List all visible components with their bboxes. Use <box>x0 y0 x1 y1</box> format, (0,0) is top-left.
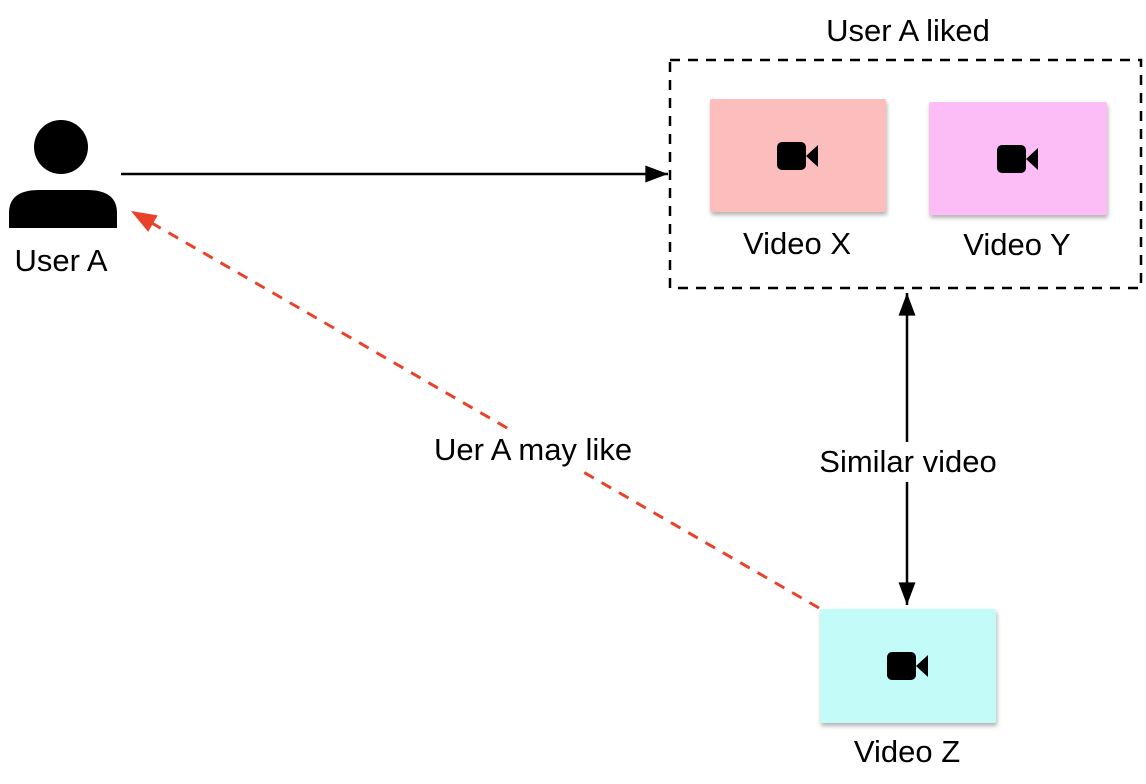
video-x-card <box>710 99 886 212</box>
user-label: User A <box>14 242 108 278</box>
may-like-label: Uer A may like <box>419 429 647 471</box>
video-camera-icon <box>777 141 818 170</box>
video-camera-icon <box>997 144 1038 173</box>
similar-label: Similar video <box>805 441 1011 483</box>
liked-group-title: User A liked <box>826 12 990 48</box>
video-camera-icon <box>887 652 928 680</box>
person-icon <box>9 120 117 228</box>
video-x-label: Video X <box>742 225 852 261</box>
video-z-label: Video Z <box>853 733 961 769</box>
may-like-arrow <box>130 209 820 610</box>
video-y-card <box>929 102 1107 215</box>
liked-group-border <box>668 58 1143 290</box>
video-y-label: Video Y <box>963 226 1071 262</box>
video-z-card <box>820 609 996 723</box>
